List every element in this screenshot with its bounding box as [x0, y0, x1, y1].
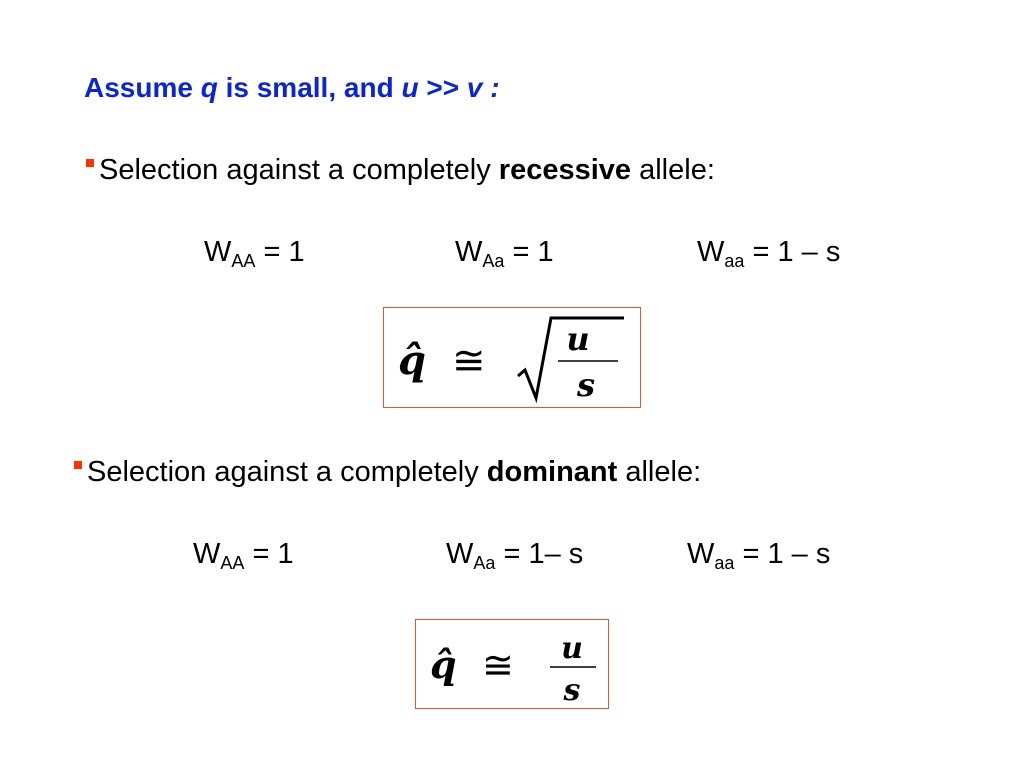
fitness1-waa-homozygous-dominant: WAA = 1 — [204, 232, 305, 272]
fitness2-waa-homozygous-dominant: WAA = 1 — [193, 534, 294, 574]
bullet-square-icon — [86, 159, 94, 168]
title-u: u — [401, 72, 419, 103]
title-part2: is small, and — [217, 72, 402, 103]
formula-lhs: q̂ — [430, 642, 457, 687]
formula-approx: ≅ — [482, 643, 514, 687]
fitness-value: = 1 — [504, 236, 554, 268]
fitness-value: = 1 – s — [734, 538, 831, 570]
fitness-value: = 1 – s — [744, 236, 841, 268]
bullet-dominant: Selection against a completely dominant … — [74, 452, 701, 492]
fitness-symbol: W — [446, 538, 474, 570]
bullet-recessive-emphasis: recessive — [498, 154, 632, 186]
fitness-genotype: Aa — [482, 251, 505, 271]
fitness1-waa-heterozygous: WAa = 1 — [455, 232, 554, 272]
bullet-square-icon — [74, 461, 82, 470]
bullet-dominant-emphasis: dominant — [486, 456, 618, 488]
bullet-recessive-prefix: Selection against a completely — [99, 154, 499, 186]
fitness-symbol: W — [204, 236, 232, 268]
bullet-recessive: Selection against a completely recessive… — [86, 150, 715, 190]
fitness-genotype: Aa — [473, 553, 496, 573]
fitness-genotype: AA — [231, 251, 256, 271]
fitness-value: = 1 — [255, 236, 305, 268]
formula-recessive-svg: q̂ ≅ u s — [398, 316, 624, 404]
formula-dominant-svg: q̂ ≅ u s — [430, 631, 596, 708]
fitness2-waa-heterozygous: WAa = 1– s — [446, 534, 583, 574]
title-part3: >> — [418, 72, 467, 103]
fitness2-waa-homozygous-recessive: Waa = 1 – s — [687, 534, 830, 574]
fitness-value: = 1– s — [495, 538, 584, 570]
title-v: v : — [466, 72, 500, 103]
fitness-symbol: W — [697, 236, 725, 268]
bullet-recessive-suffix: allele: — [631, 154, 715, 186]
formula-numerator: u — [566, 320, 589, 358]
fitness1-waa-homozygous-recessive: Waa = 1 – s — [697, 232, 840, 272]
formula-lhs: q̂ — [398, 337, 426, 384]
bullet-dominant-prefix: Selection against a completely — [87, 456, 487, 488]
formula-denominator: s — [563, 673, 581, 708]
formula-dominant-box: q̂ ≅ u s — [415, 619, 609, 709]
fitness-symbol: W — [193, 538, 221, 570]
fitness-genotype: AA — [220, 553, 245, 573]
fitness-genotype: aa — [714, 553, 735, 573]
radical-sign-icon — [517, 316, 624, 404]
fitness-symbol: W — [455, 236, 483, 268]
bullet-dominant-suffix: allele: — [617, 456, 702, 488]
title-part1: Assume — [84, 72, 201, 103]
title-q: q — [200, 72, 218, 103]
fitness-genotype: aa — [724, 251, 745, 271]
fitness-symbol: W — [687, 538, 715, 570]
slide-title: Assume q is small, and u >> v : — [84, 68, 500, 108]
formula-denominator: s — [576, 366, 595, 404]
formula-recessive-box: q̂ ≅ u s — [383, 307, 641, 408]
fitness-value: = 1 — [244, 538, 294, 570]
formula-approx: ≅ — [452, 338, 486, 384]
formula-numerator: u — [561, 631, 583, 666]
